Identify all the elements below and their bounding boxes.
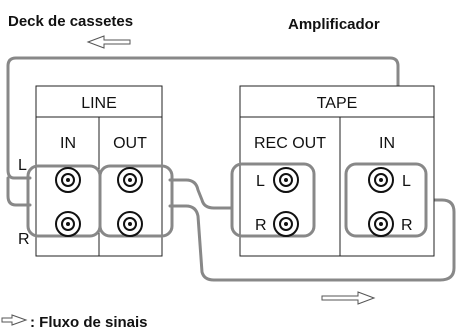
signal-flow-arrow-top xyxy=(86,35,131,49)
plug-pair-line-out xyxy=(98,164,174,238)
tapein-l-label: L xyxy=(402,173,411,190)
row-r-label: R xyxy=(18,231,30,248)
tapein-r-label: R xyxy=(401,217,413,234)
line-header: LINE xyxy=(81,95,117,112)
jack-rec-out-l xyxy=(273,167,299,193)
jack-line-out-l xyxy=(117,167,143,193)
tape-in-label: IN xyxy=(379,135,395,152)
cable-deck-out-to-recout xyxy=(168,178,234,210)
cable-deck-to-amp-bottom xyxy=(168,198,456,282)
jack-line-out-r xyxy=(117,211,143,237)
recout-l-label: L xyxy=(256,173,265,190)
jack-line-in-r xyxy=(55,211,81,237)
line-out-label: OUT xyxy=(113,135,147,152)
jack-rec-out-r xyxy=(273,211,299,237)
jack-tape-in-l xyxy=(368,167,394,193)
signal-flow-arrow-bottom xyxy=(321,291,376,305)
cable-deck-left-stub xyxy=(6,176,32,207)
rec-out-label: REC OUT xyxy=(254,135,326,152)
cassette-deck-title: Deck de cassetes xyxy=(8,13,133,30)
jack-line-in-l xyxy=(55,167,81,193)
plug-pair-rec-out xyxy=(230,162,316,238)
jack-tape-in-r xyxy=(368,211,394,237)
recout-r-label: R xyxy=(255,217,267,234)
legend-arrow-icon xyxy=(1,314,28,326)
amplifier-title: Amplificador xyxy=(288,16,380,33)
tape-header: TAPE xyxy=(317,95,358,112)
tape-panel: TAPE REC OUT IN xyxy=(239,85,435,257)
row-l-label: L xyxy=(18,157,27,174)
legend-label: : Fluxo de sinais xyxy=(30,314,148,331)
line-in-label: IN xyxy=(60,135,76,152)
